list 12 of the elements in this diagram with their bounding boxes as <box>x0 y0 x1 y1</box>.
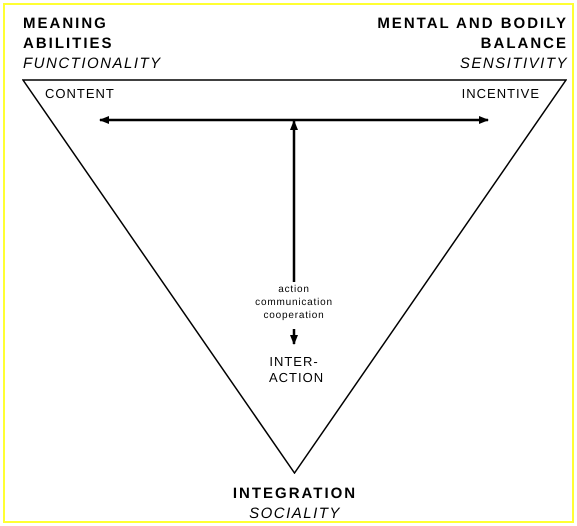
corner-subheading: SOCIALITY <box>248 504 342 524</box>
arrow <box>290 329 298 345</box>
corner-subheading: FUNCTIONALITY <box>23 54 163 74</box>
corner-label: CONTENT <box>45 86 116 102</box>
process-text: action communication cooperation <box>254 283 334 322</box>
corner-heading: MEANING ABILITIES <box>23 14 115 54</box>
arrow <box>290 120 298 282</box>
corner-label: INCENTIVE <box>460 86 540 102</box>
corner-subheading: SENSITIVITY <box>458 54 568 74</box>
corner-heading: MENTAL AND BODILY BALANCE <box>376 14 568 54</box>
corner-heading: INTEGRATION <box>232 484 358 504</box>
double-arrow <box>99 116 489 124</box>
